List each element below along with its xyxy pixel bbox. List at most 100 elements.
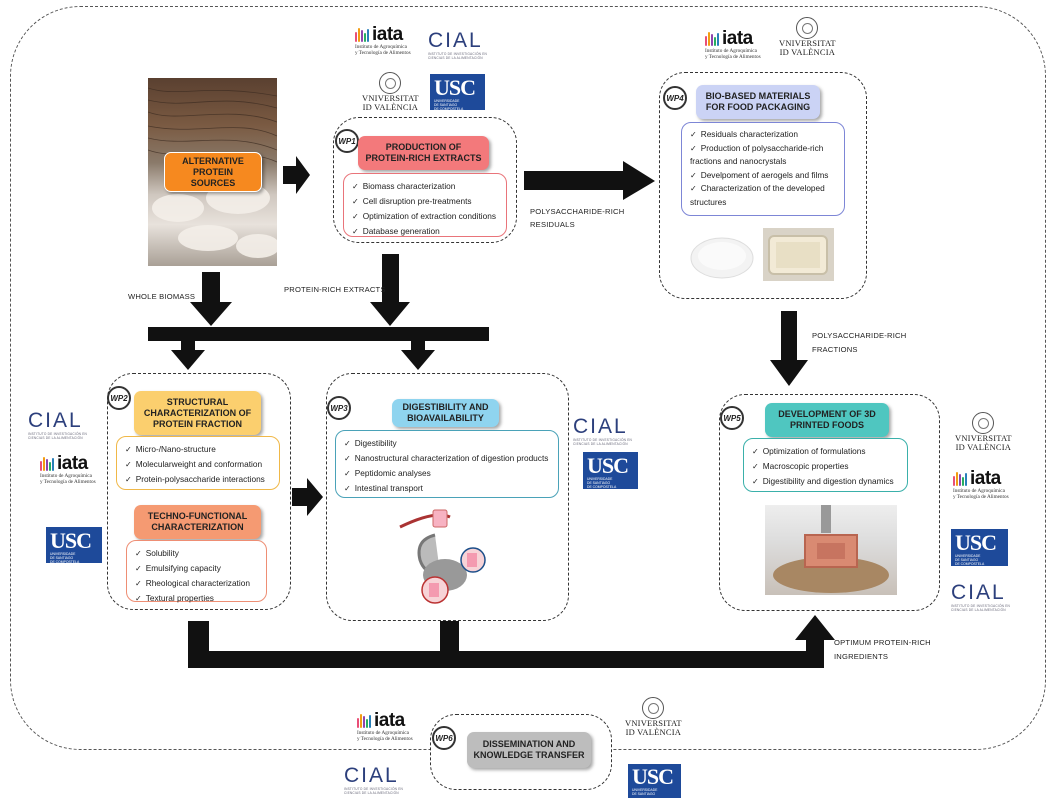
iata-sub: y Tecnología de Alimentos [40, 479, 96, 485]
film-art [768, 235, 828, 275]
arrow-biomass-down [190, 272, 232, 326]
wp2-list: Micro-/Nano-structure Molecularweight an… [116, 436, 280, 490]
cial-logo-wp3: CIAL INSTITUTO DE INVESTIGACIÓN EN CIENC… [573, 415, 643, 447]
iata-sub: Instituto de Agroquímica [953, 488, 1005, 494]
iata-logo-left: iata Instituto de Agroquímica y Tecnolog… [40, 453, 96, 485]
iata-sub: Instituto de Agroquímica [705, 48, 757, 54]
cial-word: CIAL [573, 415, 628, 438]
cial-word: CIAL [951, 581, 1006, 604]
wp4-list: Residuals characterization Production of… [681, 122, 845, 216]
label-whole-biomass: WHOLE BIOMASS [128, 292, 196, 301]
wp2-item: Molecularweight and conformation [125, 457, 271, 472]
cial-logo-bottom: CIAL INSTITUTO DE INVESTIGACIÓN EN CIENC… [344, 764, 414, 796]
iata-bars-icon [705, 32, 719, 46]
wp4-item: Residuals characterization [690, 128, 836, 142]
wp3-item: Peptidomic analyses [344, 466, 550, 481]
wp1-badge: WP1 [335, 129, 359, 153]
wp5-list: Optimization of formulations Macroscopic… [743, 438, 908, 492]
usc-sub: UNIVERSIDADE [50, 552, 76, 556]
arrow-up-wp5 [795, 615, 835, 668]
wp4-item: Characterization of the developed struct… [690, 182, 836, 209]
iata-word: iata [970, 468, 1001, 489]
wp1-item: Cell disruption pre-treatments [352, 194, 498, 209]
printed-food-art [773, 505, 889, 593]
label-protein-rich-extracts: PROTEIN-RICH EXTRACTS [284, 285, 386, 294]
iata-bars-icon [40, 457, 54, 471]
uv-word: ID VALÈNCIA [955, 442, 1012, 452]
uv-word: VNIVERSITAT [362, 93, 419, 103]
wp4-title: BIO-BASED MATERIALS FOR FOOD PACKAGING [696, 85, 820, 119]
usc-sub: DE SANTIAGO [955, 558, 979, 562]
iata-sub: y Tecnología de Alimentos [355, 50, 411, 56]
label-optimum-2: INGREDIENTS [834, 652, 889, 661]
usc-logo-left: USC UNIVERSIDADE DE SANTIAGO DE COMPOSTE… [46, 527, 102, 564]
cial-word: CIAL [28, 409, 83, 432]
uv-logo-top: VNIVERSITAT ID VALÈNCIA [362, 72, 419, 112]
usc-sub: DE COMPOSTELA [587, 485, 617, 489]
wp6-title: DISSEMINATION AND KNOWLEDGE TRANSFER [467, 732, 591, 768]
wp2-techno-list: Solubility Emulsifying capacity Rheologi… [126, 540, 267, 603]
usc-sub: DE SANTIAGO [50, 556, 74, 560]
wp2-title: STRUCTURAL CHARACTERIZATION OF PROTEIN F… [134, 391, 261, 435]
uv-word: ID VALÈNCIA [779, 47, 836, 57]
usc-sub: DE SANTIAGO [632, 792, 656, 796]
uv-word: ID VALÈNCIA [625, 727, 682, 737]
wp2-item: Micro-/Nano-structure [125, 442, 271, 457]
iata-logo-top: iata Instituto de Agroquímica y Tecnolog… [355, 24, 411, 56]
uv-seal-icon [972, 412, 995, 434]
usc-word: USC [50, 528, 92, 553]
cial-word: CIAL [344, 764, 399, 787]
iata-bars-icon [953, 472, 967, 486]
connector-bottom [188, 651, 824, 668]
usc-sub: UNIVERSIDADE [587, 477, 613, 481]
uv-seal-icon [379, 72, 402, 94]
iata-word: iata [372, 24, 403, 45]
usc-sub: DE SANTIAGO [587, 481, 611, 485]
uv-word: ID VALÈNCIA [362, 102, 419, 112]
wp4-item: Develpoment of aerogels and films [690, 169, 836, 183]
usc-word: USC [587, 453, 629, 478]
iata-word: iata [57, 453, 88, 474]
usc-sub: DE COMPOSTELA [955, 562, 985, 566]
usc-word: USC [434, 75, 476, 100]
usc-sub: UNIVERSIDADE [955, 554, 981, 558]
printed-food-photo [765, 505, 897, 595]
iata-bars-icon [355, 28, 369, 42]
wp2-techno-item: Textural properties [135, 591, 258, 606]
wp2-item: Protein-polysaccharide interactions [125, 472, 271, 487]
wp3-item: Nanostructural characterization of diges… [344, 451, 550, 466]
cial-sub: INSTITUTO DE INVESTIGACIÓN EN CIENCIAS D… [951, 604, 1011, 612]
usc-logo-wp3: USC UNIVERSIDADE DE SANTIAGO DE COMPOSTE… [583, 452, 638, 489]
wp1-item: Database generation [352, 224, 498, 239]
wp3-badge: WP3 [327, 396, 351, 420]
wp2-techno-item: Solubility [135, 546, 258, 561]
iata-sub: y Tecnología de Alimentos [953, 494, 1009, 500]
wp3-list: Digestibility Nanostructural characteriz… [335, 430, 559, 498]
wp2-techno-title: TECHNO-FUNCTIONAL CHARACTERIZATION [134, 505, 261, 539]
label-poly-fractions-2: FRACTIONS [812, 345, 858, 354]
iata-bars-icon [357, 714, 371, 728]
iata-word: iata [722, 28, 753, 49]
wp6-badge: WP6 [432, 726, 456, 750]
usc-word: USC [955, 530, 997, 555]
cial-sub: INSTITUTO DE INVESTIGACIÓN EN CIENCIAS D… [428, 52, 488, 60]
usc-logo-bottom: USC UNIVERSIDADE DE SANTIAGO [628, 764, 681, 798]
uv-logo-right: VNIVERSITAT ID VALÈNCIA [955, 412, 1012, 452]
uv-logo-wp4: VNIVERSITAT ID VALÈNCIA [779, 17, 836, 57]
iata-word: iata [374, 710, 405, 731]
uv-seal-icon [642, 697, 665, 719]
iata-logo-bottom: iata Instituto de Agroquímica y Tecnolog… [357, 710, 413, 742]
usc-sub: UNIVERSIDADE [632, 788, 658, 792]
wp3-title: DIGESTIBILITY AND BIOAVAILABILITY [392, 399, 499, 427]
arrow-bar-wp2 [171, 341, 205, 370]
arrow-sources-wp1 [283, 156, 310, 194]
film-photo [763, 228, 834, 281]
usc-sub: UNIVERSIDADE [434, 99, 460, 103]
wp5-item: Macroscopic properties [752, 459, 899, 474]
digestion-illustration [399, 509, 486, 604]
iata-sub: y Tecnología de Alimentos [705, 54, 761, 60]
label-poly-fractions-1: POLYSACCHARIDE-RICH [812, 331, 907, 340]
uv-word: VNIVERSITAT [779, 38, 836, 48]
usc-word: USC [632, 764, 674, 789]
wp5-item: Optimization of formulations [752, 444, 899, 459]
